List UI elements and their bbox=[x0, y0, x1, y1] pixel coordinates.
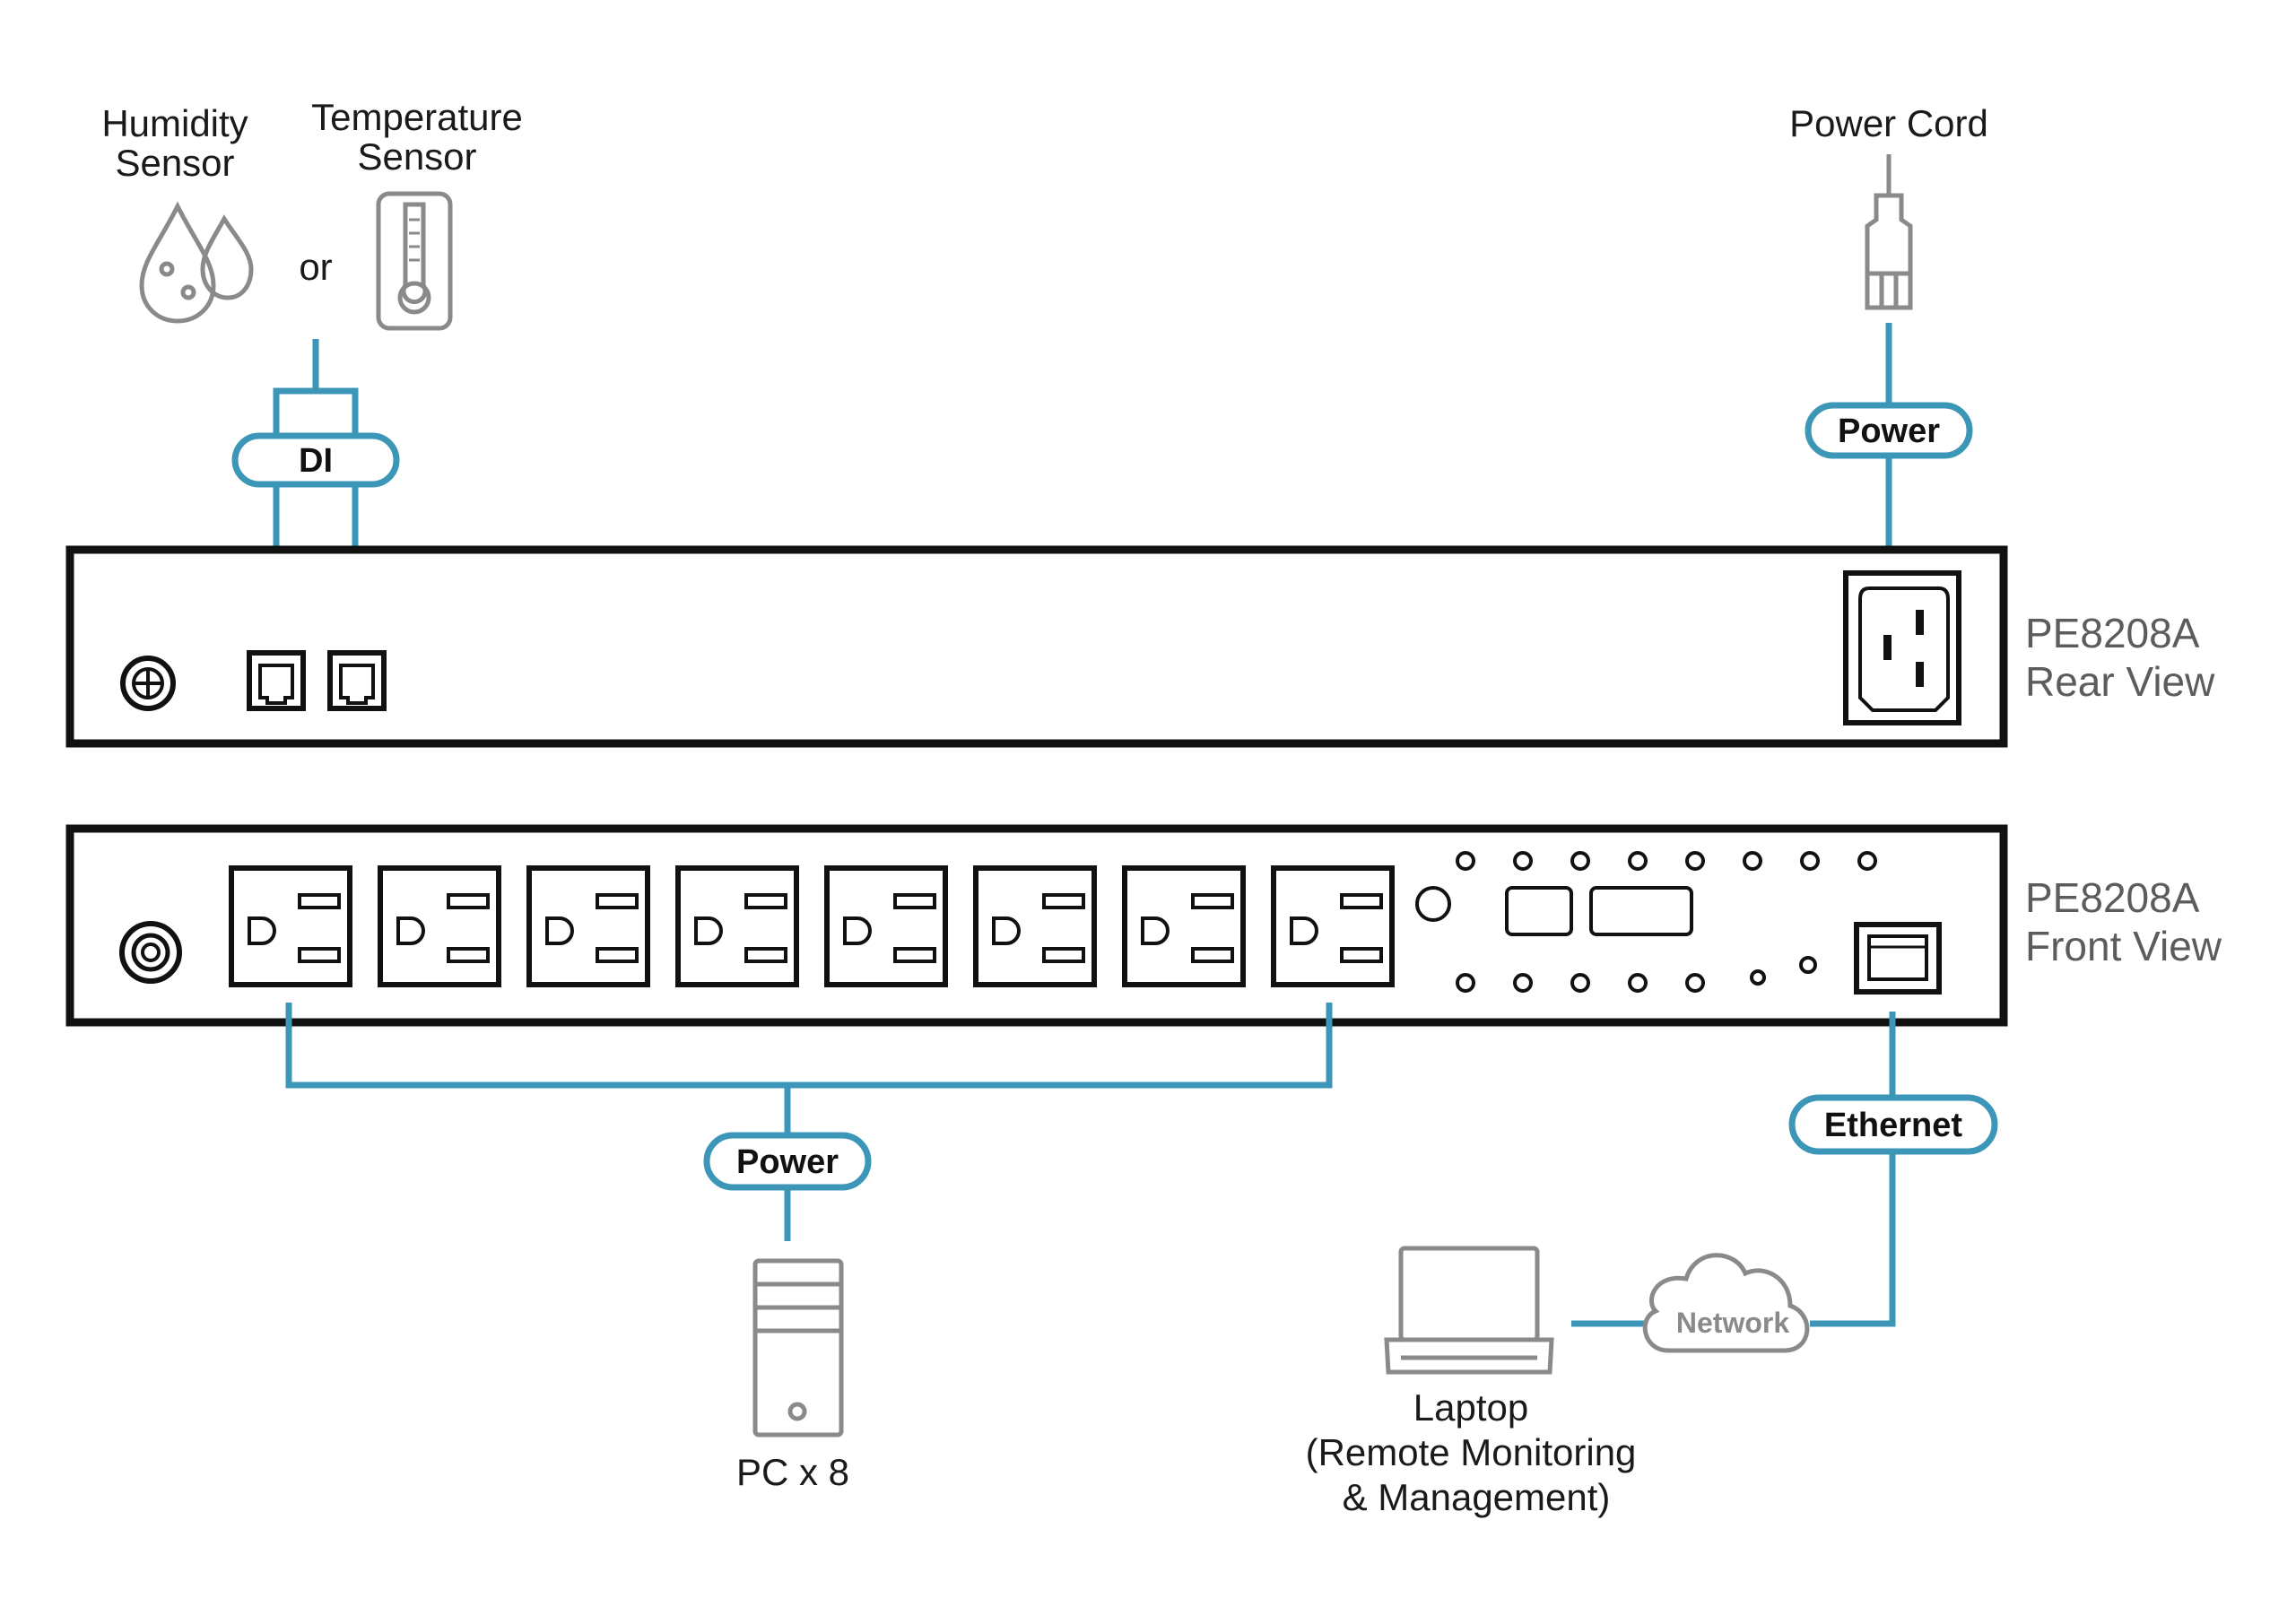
di-pill: DI bbox=[231, 432, 400, 488]
rear-view-panel bbox=[65, 545, 2008, 748]
front-power-pill-label: Power bbox=[736, 1143, 839, 1181]
thermometer-icon bbox=[376, 191, 453, 331]
temperature-label-line2: Sensor bbox=[357, 135, 476, 178]
front-power-cable bbox=[285, 1003, 1333, 1241]
nema-outlet-icon bbox=[378, 865, 501, 987]
front-power-pill: Power bbox=[703, 1132, 872, 1191]
rear-power-pill: Power bbox=[1805, 402, 1973, 459]
rear-view-label: Rear View bbox=[2025, 658, 2215, 705]
or-label: or bbox=[299, 246, 332, 288]
outlet-row bbox=[229, 865, 1395, 987]
circuit-breaker-icon bbox=[119, 921, 182, 984]
nema-outlet-icon bbox=[1271, 865, 1395, 987]
power-plug-icon bbox=[1865, 154, 1913, 310]
network-label: Network bbox=[1676, 1307, 1789, 1339]
front-view-panel bbox=[65, 824, 2008, 1027]
nema-outlet-icon bbox=[824, 865, 948, 987]
humidity-label-line1: Humidity bbox=[101, 102, 248, 144]
humidity-drops-icon bbox=[139, 201, 254, 324]
rj11-port-icon bbox=[247, 650, 306, 711]
reset-button bbox=[1415, 886, 1451, 922]
nema-outlet-icon bbox=[526, 865, 650, 987]
rear-power-pill-label: Power bbox=[1838, 413, 1940, 450]
nema-outlet-icon bbox=[973, 865, 1097, 987]
laptop-icon bbox=[1384, 1246, 1554, 1375]
rj11-port-icon bbox=[327, 650, 387, 711]
cloud-icon: Network bbox=[1642, 1253, 1810, 1353]
temperature-sensor: Temperature Sensor bbox=[311, 96, 523, 331]
di-pill-label: DI bbox=[299, 442, 333, 480]
laptop-label-line2: (Remote Monitoring bbox=[1306, 1431, 1637, 1473]
nema-outlet-icon bbox=[675, 865, 799, 987]
laptop-label-line1: Laptop bbox=[1413, 1386, 1528, 1429]
temperature-label-line1: Temperature bbox=[311, 96, 523, 138]
front-view-label: Front View bbox=[2025, 923, 2222, 969]
humidity-label-line2: Sensor bbox=[115, 142, 234, 184]
status-leds bbox=[1456, 851, 1877, 993]
pc-label: PC x 8 bbox=[736, 1451, 849, 1493]
nema-outlet-icon bbox=[1122, 865, 1246, 987]
ground-screw-icon bbox=[120, 656, 176, 711]
ethernet-pill-label: Ethernet bbox=[1824, 1107, 1962, 1144]
nema-outlet-icon bbox=[229, 865, 352, 987]
humidity-sensor: Humidity Sensor bbox=[101, 102, 254, 324]
display-window-large bbox=[1589, 886, 1693, 936]
ethernet-pill: Ethernet bbox=[1788, 1094, 1998, 1155]
rear-view-model: PE8208A bbox=[2025, 610, 2200, 656]
rj45-port-icon bbox=[1854, 922, 1942, 995]
iec-inlet-icon bbox=[1843, 570, 1961, 725]
front-view-model: PE8208A bbox=[2025, 874, 2200, 921]
display-window-small bbox=[1505, 886, 1573, 936]
laptop-label-line3: & Management) bbox=[1343, 1476, 1611, 1518]
pc-tower-icon bbox=[752, 1258, 844, 1438]
power-cord-label: Power Cord bbox=[1789, 102, 1988, 144]
ethernet-cable bbox=[1571, 1012, 1896, 1327]
